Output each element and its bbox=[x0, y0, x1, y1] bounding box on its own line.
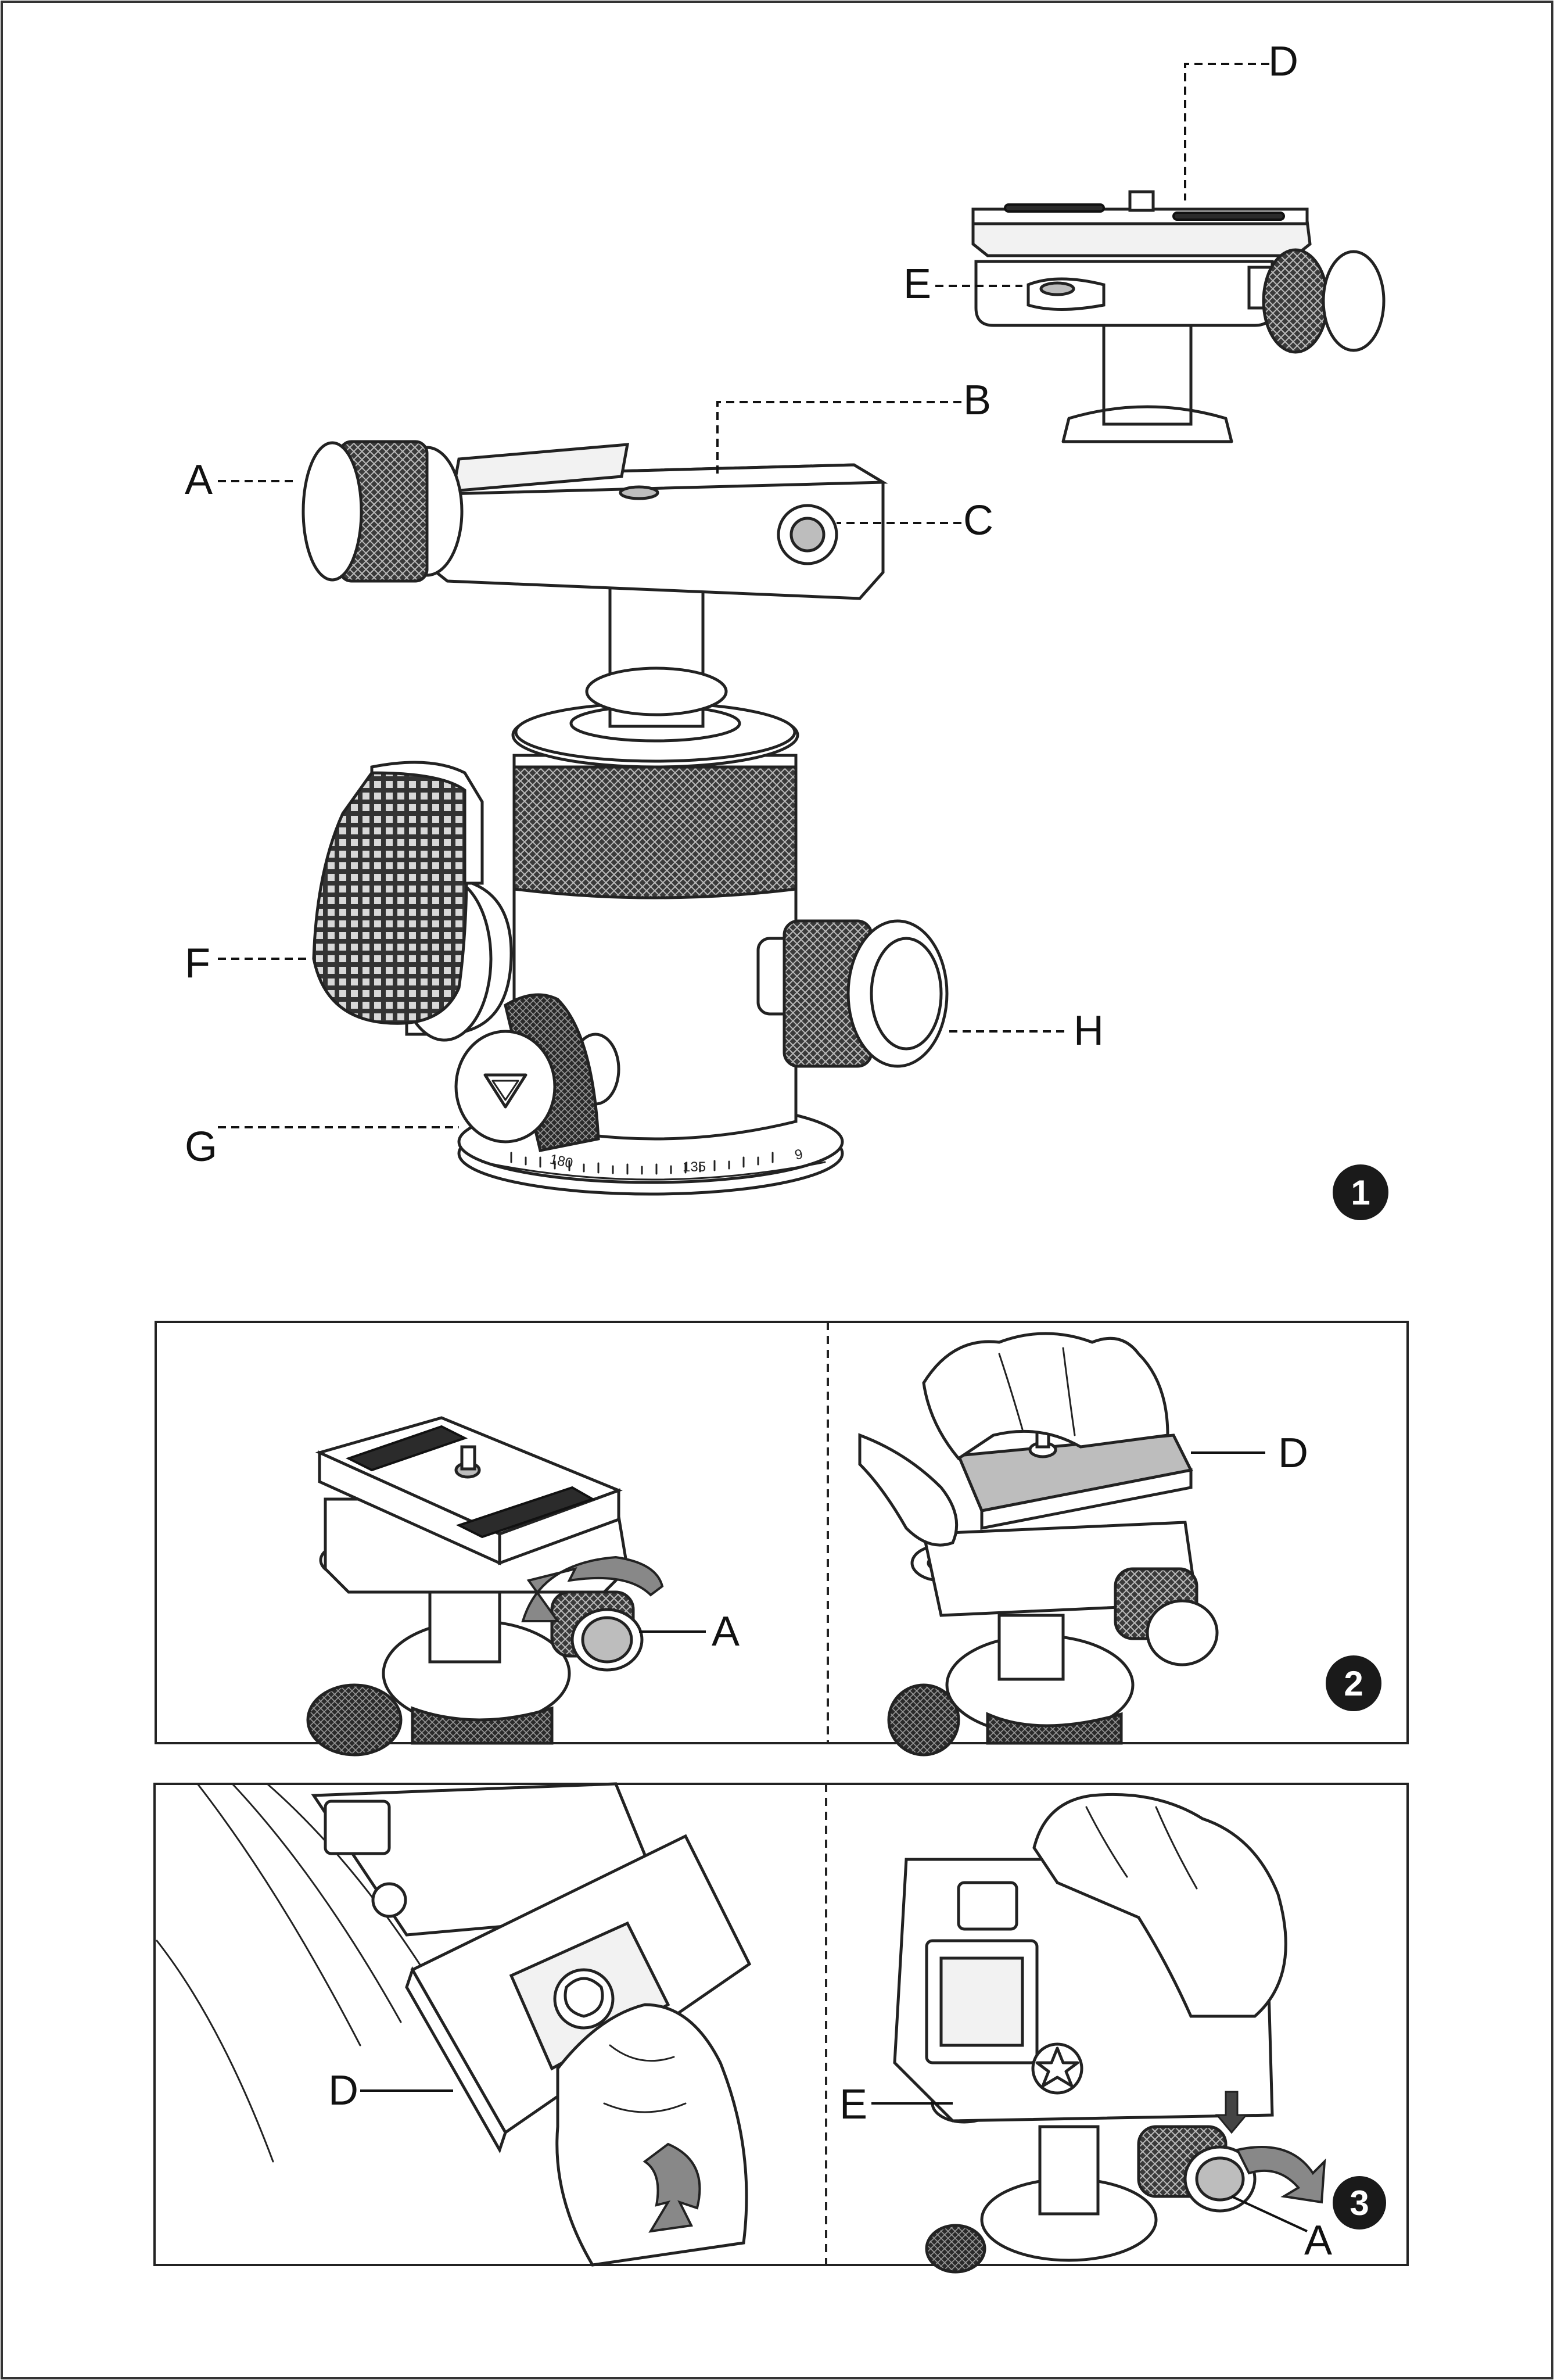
label-c-side-screw: C bbox=[963, 497, 993, 544]
label-h-friction-knob: H bbox=[1074, 1008, 1104, 1054]
step-number-3: 3 bbox=[1350, 2184, 1369, 2223]
figure-2-panel: A D 2 bbox=[156, 1322, 1408, 1755]
step-number-1: 1 bbox=[1351, 1173, 1370, 1212]
ball-head: 180 135 9 bbox=[303, 442, 947, 1194]
label-b-mount-screw: B bbox=[963, 377, 991, 424]
label-a-clamp-knob-step3: A bbox=[1304, 2217, 1332, 2264]
label-a-clamp-knob: A bbox=[185, 457, 213, 503]
label-f-ball-lock-lever: F bbox=[185, 940, 210, 987]
label-e-lever-step3: E bbox=[839, 2081, 867, 2128]
label-e-lever: E bbox=[903, 261, 931, 307]
plate-detail bbox=[973, 192, 1384, 442]
label-a-clamp-knob-step2: A bbox=[712, 1608, 740, 1655]
label-d-plate-step2: D bbox=[1278, 1430, 1308, 1476]
label-d-plate-step3: D bbox=[328, 2067, 358, 2114]
step-number-2: 2 bbox=[1344, 1664, 1363, 1703]
figure-3-panel: D E A bbox=[155, 1784, 1408, 2272]
label-g-pan-lock-lever: G bbox=[185, 1124, 217, 1170]
figure-1-ball-head-overview: 180 135 9 bbox=[185, 38, 1388, 1220]
label-d-plate: D bbox=[1268, 38, 1298, 85]
scale-tick-label: 135 bbox=[683, 1159, 706, 1175]
